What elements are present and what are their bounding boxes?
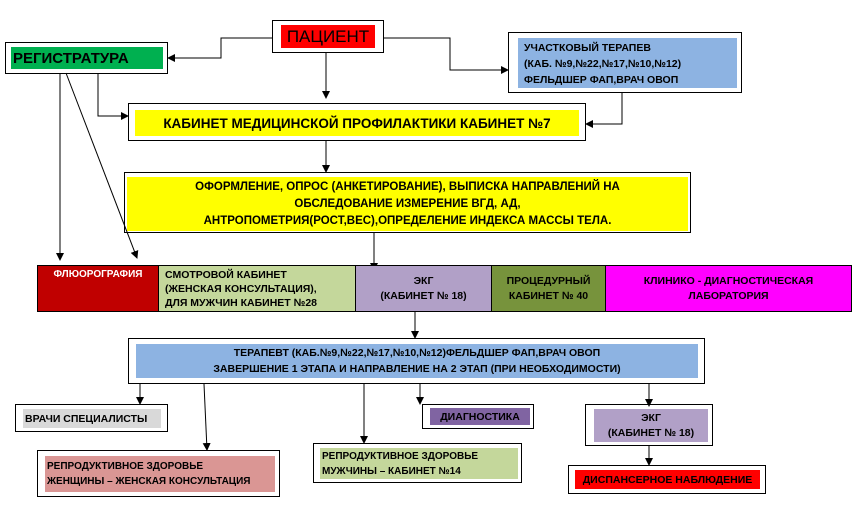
- patient-label: ПАЦИЕНТ: [281, 25, 375, 48]
- registration-label: ОФОРМЛЕНИЕ, ОПРОС (АНКЕТИРОВАНИЕ), ВЫПИС…: [127, 177, 688, 231]
- arrow-patient-to-therapist: [384, 37, 509, 74]
- repro-women-label: РЕПРОДУКТИВНОЕ ЗДОРОВЬЕ ЖЕНЩИНЫ – ЖЕНСКА…: [45, 456, 275, 492]
- exam-room-node: СМОТРОВОЙ КАБИНЕТ (ЖЕНСКАЯ КОНСУЛЬТАЦИЯ)…: [158, 266, 355, 311]
- final-therapist-node: ТЕРАПЕВТ (КАБ.№9,№22,№17,№10,№12)ФЕЛЬДШЕ…: [128, 338, 705, 384]
- ecg-2-node: ЭКГ (КАБИНЕТ № 18): [585, 404, 713, 446]
- repro-women-node: РЕПРОДУКТИВНОЕ ЗДОРОВЬЕ ЖЕНЩИНЫ – ЖЕНСКА…: [37, 450, 280, 497]
- prophylaxis-node: КАБИНЕТ МЕДИЦИНСКОЙ ПРОФИЛАКТИКИ КАБИНЕТ…: [128, 103, 586, 141]
- registry-label: РЕГИСТРАТУРА: [11, 47, 163, 69]
- repro-men-label: РЕПРОДУКТИВНОЕ ЗДОРОВЬЕ МУЖЧИНЫ – КАБИНЕ…: [320, 448, 518, 479]
- arrow-registry-to-exam: [65, 72, 139, 259]
- specialists-label: ВРАЧИ СПЕЦИАЛИСТЫ: [23, 409, 161, 428]
- arrow-therapist-to-prophylaxis: [585, 93, 623, 128]
- fluoro-node: ФЛЮОРОГРАФИЯ: [38, 266, 158, 311]
- prophylaxis-label: КАБИНЕТ МЕДИЦИНСКОЙ ПРОФИЛАКТИКИ КАБИНЕТ…: [135, 110, 579, 136]
- registry-node: РЕГИСТРАТУРА: [5, 42, 168, 74]
- registration-node: ОФОРМЛЕНИЕ, ОПРОС (АНКЕТИРОВАНИЕ), ВЫПИС…: [124, 172, 691, 233]
- ecg-2-label: ЭКГ (КАБИНЕТ № 18): [594, 409, 708, 442]
- patient-node: ПАЦИЕНТ: [272, 20, 384, 53]
- diagnostics-label: ДИАГНОСТИКА: [430, 408, 530, 425]
- dispensary-label: ДИСПАНСЕРНОЕ НАБЛЮДЕНИЕ: [575, 470, 760, 489]
- repro-men-node: РЕПРОДУКТИВНОЕ ЗДОРОВЬЕ МУЖЧИНЫ – КАБИНЕ…: [313, 443, 522, 483]
- lab-node: КЛИНИКО - ДИАГНОСТИЧЕСКАЯ ЛАБОРАТОРИЯ: [605, 266, 851, 311]
- district-therapist-node: УЧАСТКОВЫЙ ТЕРАПЕВ (КАБ. №9,№22,№17,№10,…: [508, 32, 742, 93]
- arrow-registry-to-prophylaxis: [97, 73, 129, 120]
- district-therapist-label: УЧАСТКОВЫЙ ТЕРАПЕВ (КАБ. №9,№22,№17,№10,…: [518, 38, 737, 88]
- procedure-node: ПРОЦЕДУРНЫЙ КАБИНЕТ № 40: [491, 266, 605, 311]
- diagnostics-node: ДИАГНОСТИКА: [422, 404, 534, 429]
- dispensary-node: ДИСПАНСЕРНОЕ НАБЛЮДЕНИЕ: [568, 465, 766, 494]
- tests-row: ФЛЮОРОГРАФИЯ СМОТРОВОЙ КАБИНЕТ (ЖЕНСКАЯ …: [37, 265, 852, 312]
- ecg-1-node: ЭКГ (КАБИНЕТ № 18): [355, 266, 491, 311]
- specialists-node: ВРАЧИ СПЕЦИАЛИСТЫ: [15, 404, 168, 432]
- arrow-to-repro-women: [202, 383, 211, 451]
- final-therapist-label: ТЕРАПЕВТ (КАБ.№9,№22,№17,№10,№12)ФЕЛЬДШЕ…: [136, 344, 698, 378]
- arrow-patient-to-registry: [167, 37, 272, 62]
